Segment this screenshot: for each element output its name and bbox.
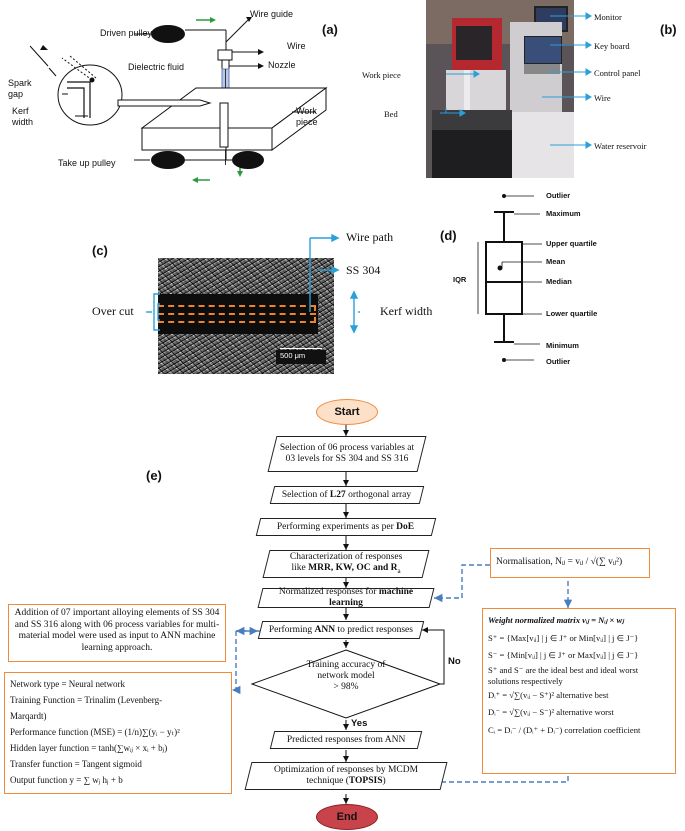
wedm-schematic: [29, 17, 328, 183]
label-over-cut: Over cut: [92, 304, 134, 318]
start-node: Start: [316, 399, 378, 425]
label-spark-gap: Spark gap: [8, 78, 32, 99]
label-monitor: Monitor: [594, 12, 622, 22]
label-iqr: IQR: [453, 275, 467, 284]
label-outlier-top: Outlier: [546, 191, 571, 200]
label-outlier-bottom: Outlier: [546, 357, 571, 366]
sem-callouts: [146, 233, 360, 334]
panel-e-tag: (e): [146, 468, 162, 483]
label-kerf-width: Kerf width: [12, 106, 34, 127]
panel-a-tag: (a): [322, 22, 338, 37]
alloy-note-box: Addition of 07 important alloying elemen…: [8, 604, 226, 662]
panel-b-tag: (b): [660, 22, 677, 37]
label-bed: Bed: [384, 109, 398, 119]
step-experiments: Performing experiments as per DoE: [255, 518, 437, 536]
yes-label: Yes: [351, 718, 368, 729]
label-median: Median: [546, 277, 572, 286]
step-ann: Performing ANN to predict responses: [257, 621, 425, 639]
label-wire-path: Wire path: [346, 230, 394, 244]
scale-bar-label: 500 μm: [280, 351, 306, 360]
no-label: No: [448, 656, 461, 667]
label-wire-b: Wire: [594, 93, 611, 103]
boxplot-diagram: [477, 194, 542, 362]
label-upper-quartile: Upper quartile: [546, 239, 597, 248]
step-normalized: Normalized responses for machine learnin…: [257, 587, 435, 608]
end-node: End: [316, 804, 378, 830]
label-kerf-width-c: Kerf width: [380, 304, 433, 318]
label-dielectric-fluid: Dielectric fluid: [128, 62, 185, 72]
panel-c-tag: (c): [92, 243, 108, 258]
label-nozzle: Nozzle: [268, 60, 296, 70]
driven-pulley-shape: [151, 25, 185, 43]
label-keyboard: Key board: [594, 41, 630, 51]
network-config-box: Network type = Neural network Training F…: [4, 672, 232, 794]
label-wire: Wire: [287, 41, 306, 51]
take-up-pulley-shape: [151, 151, 185, 169]
label-mean: Mean: [546, 257, 566, 266]
label-wire-guide: Wire guide: [250, 9, 294, 19]
topsis-box: Weight normalized matrix vᵢⱼ = Nᵢⱼ × wⱼ …: [482, 608, 676, 774]
label-work-piece: Work piece: [296, 106, 318, 127]
step-selection-variables: Selection of 06 process variables at 03 …: [267, 436, 427, 472]
label-control-panel: Control panel: [594, 68, 641, 78]
decision-diamond: [250, 649, 442, 719]
machine-callouts: [440, 12, 592, 149]
decision-text: Training accuracy of network model > 98%: [306, 660, 386, 692]
label-work-piece-b: Work piece: [362, 70, 401, 80]
machine-photo: [426, 0, 574, 178]
label-driven-pulley: Driven pulley: [99, 28, 152, 38]
label-material: SS 304: [346, 263, 381, 277]
label-lower-quartile: Lower quartile: [546, 309, 598, 318]
label-maximum: Maximum: [546, 209, 581, 218]
step-orthogonal-array: Selection of L27 orthogonal array: [269, 486, 425, 504]
label-water-reservoir: Water reservoir: [594, 141, 647, 151]
label-take-up-pulley: Take up pulley: [58, 158, 116, 168]
panel-d-tag: (d): [440, 228, 457, 243]
normalisation-box: Normalisation, Nᵢⱼ = vᵢⱼ / √(∑ vᵢⱼ²): [490, 548, 650, 578]
step-predicted: Predicted responses from ANN: [269, 731, 423, 749]
label-minimum: Minimum: [546, 341, 579, 350]
sem-image: 500 μm: [158, 258, 334, 374]
